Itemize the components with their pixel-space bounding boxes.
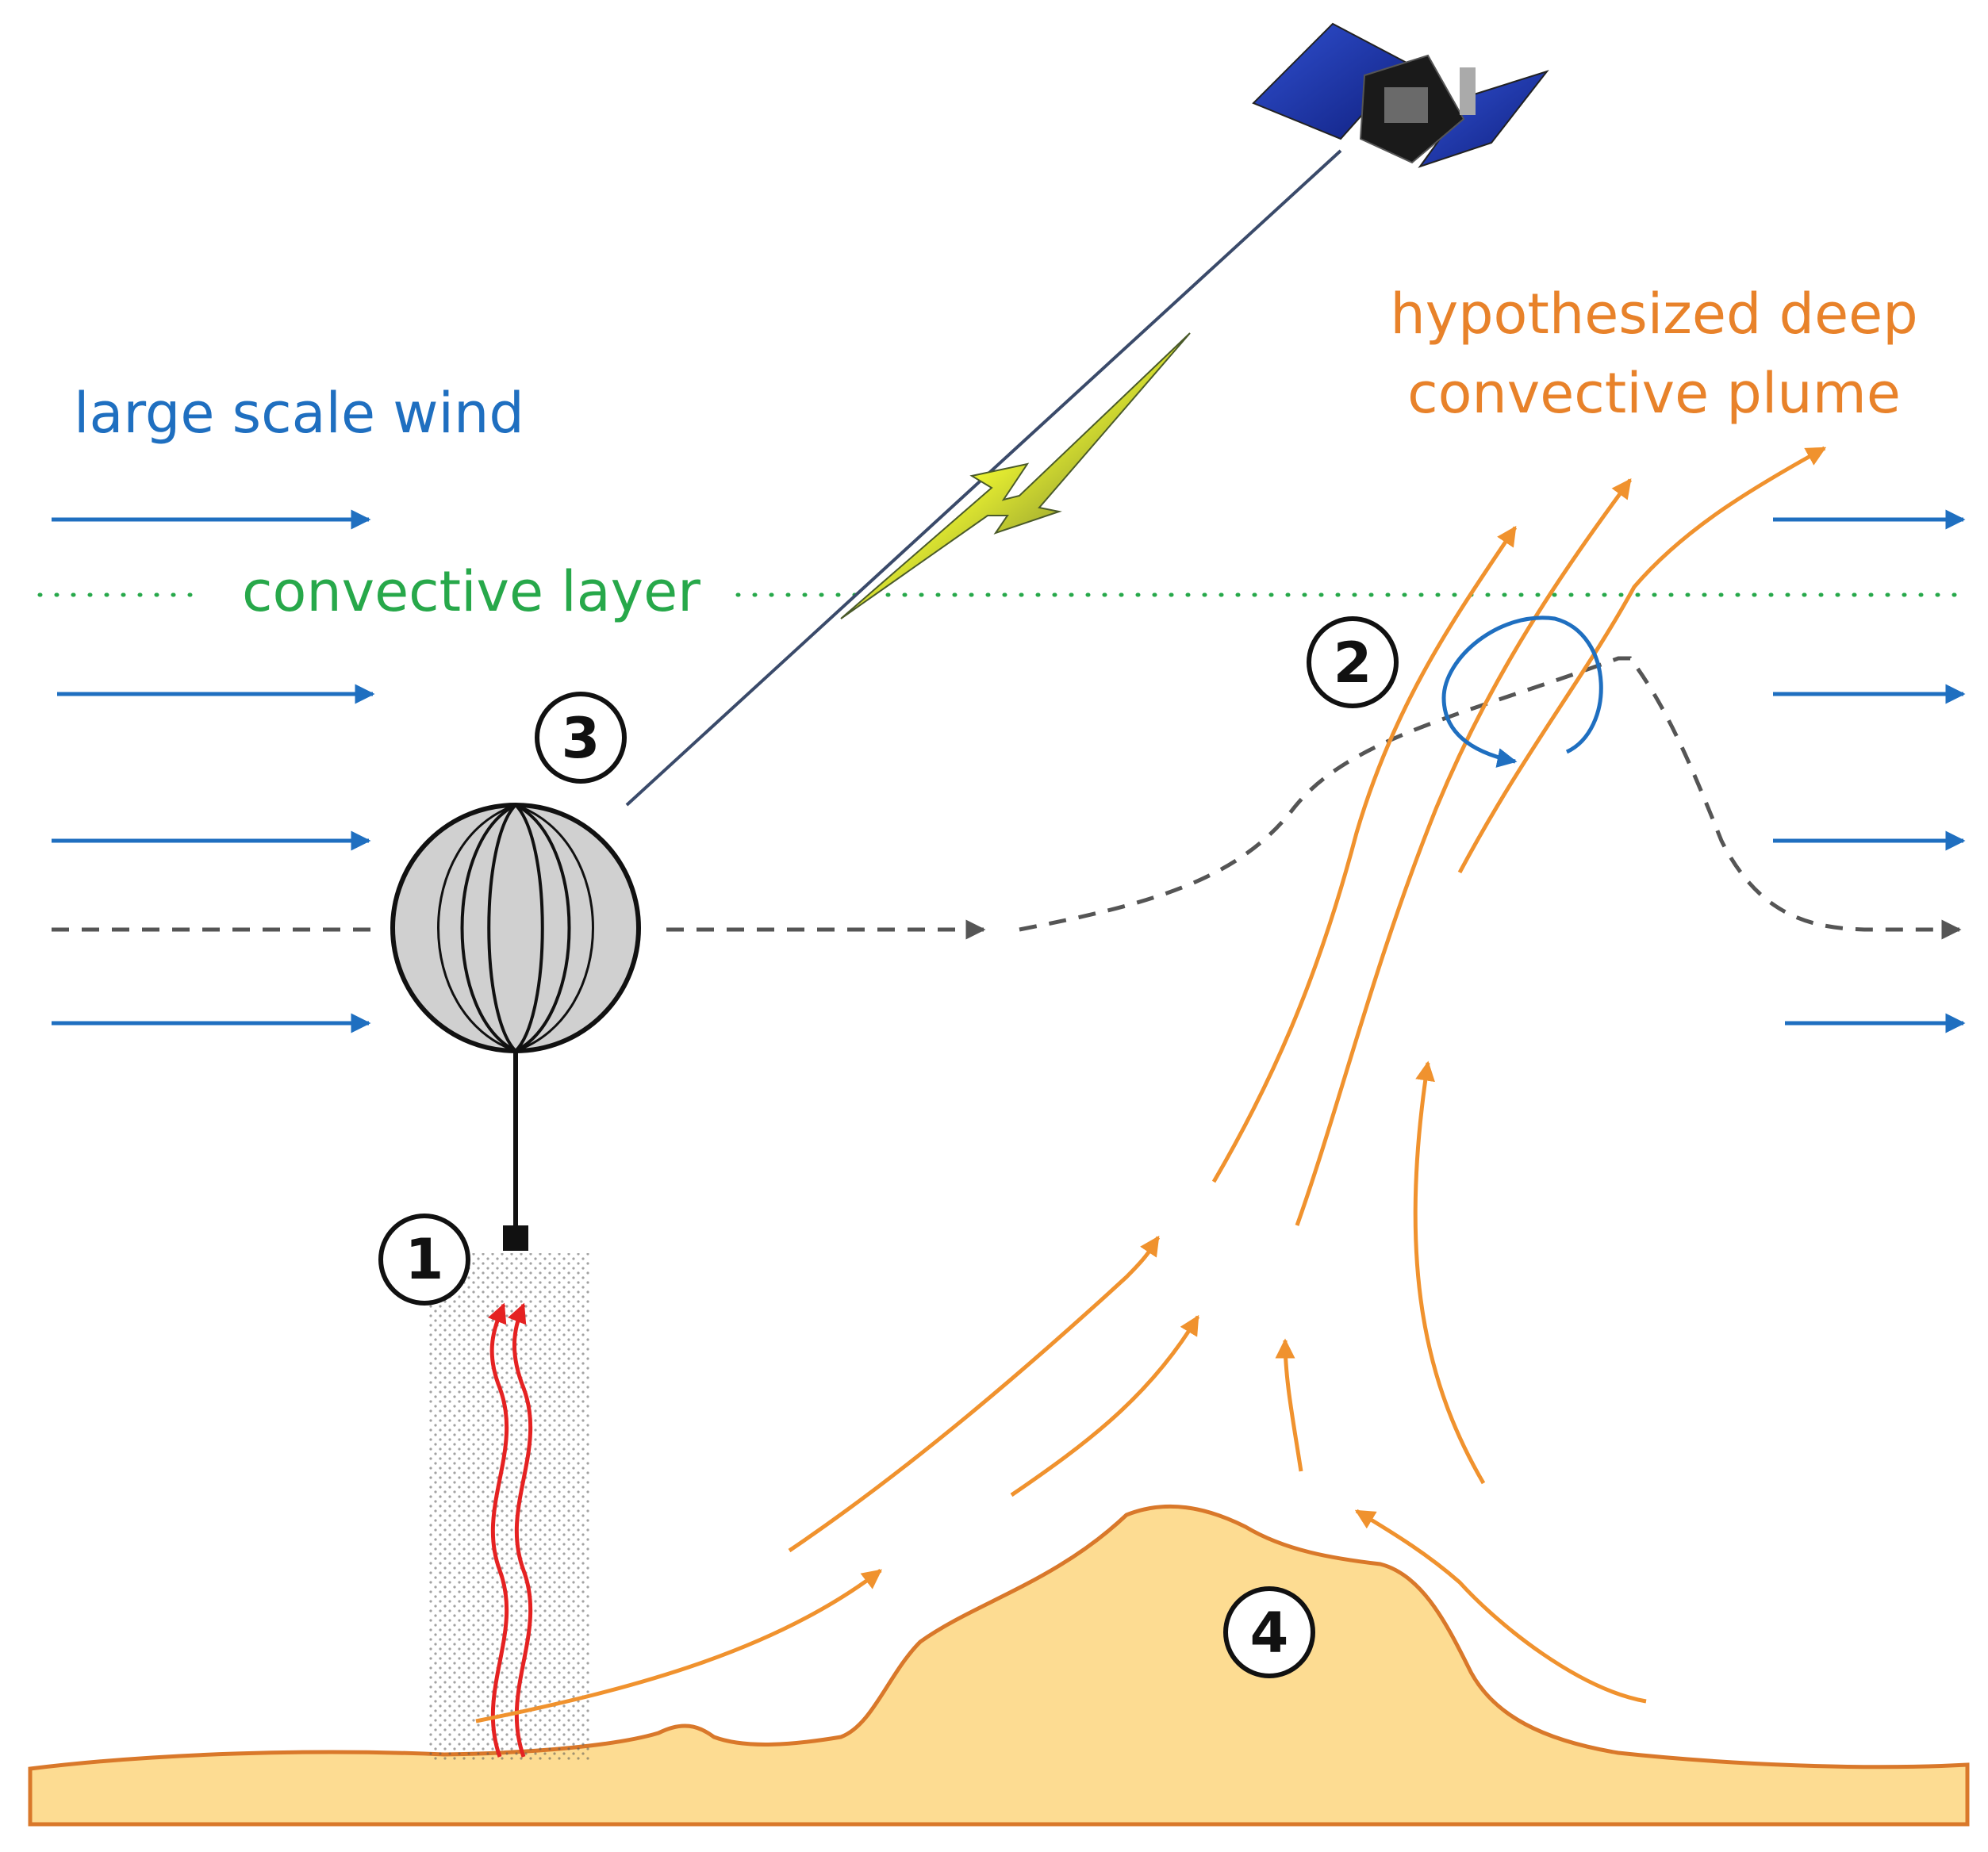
large-scale-wind-label: large scale wind	[74, 381, 524, 446]
plume-label-line2: convective plume	[1407, 361, 1901, 426]
wind-arrows-left	[52, 509, 375, 1033]
lightning-icon	[840, 332, 1191, 619]
wind-arrows-right	[1773, 509, 1966, 1033]
marker-1-label: 1	[405, 1227, 444, 1292]
balloon-icon	[390, 803, 641, 1251]
marker-2: 2	[1307, 616, 1399, 708]
plume-arrows	[475, 446, 1827, 1724]
marker-3: 3	[535, 692, 627, 784]
terrain	[28, 1504, 1970, 1827]
surface-heating-arrows	[488, 1302, 533, 1758]
marker-3-label: 3	[562, 706, 601, 771]
heating-column	[428, 1253, 591, 1761]
marker-1: 1	[378, 1214, 470, 1306]
marker-2-label: 2	[1334, 631, 1372, 696]
marker-4-label: 4	[1250, 1601, 1289, 1666]
balloon-trajectory	[52, 656, 1962, 940]
marker-4: 4	[1223, 1586, 1315, 1678]
plume-label-line1: hypothesized deep	[1390, 282, 1917, 347]
satellite-icon	[1252, 22, 1549, 168]
convective-layer-label: convective layer	[242, 559, 700, 624]
eddy-rotation-icon	[1441, 615, 1603, 768]
